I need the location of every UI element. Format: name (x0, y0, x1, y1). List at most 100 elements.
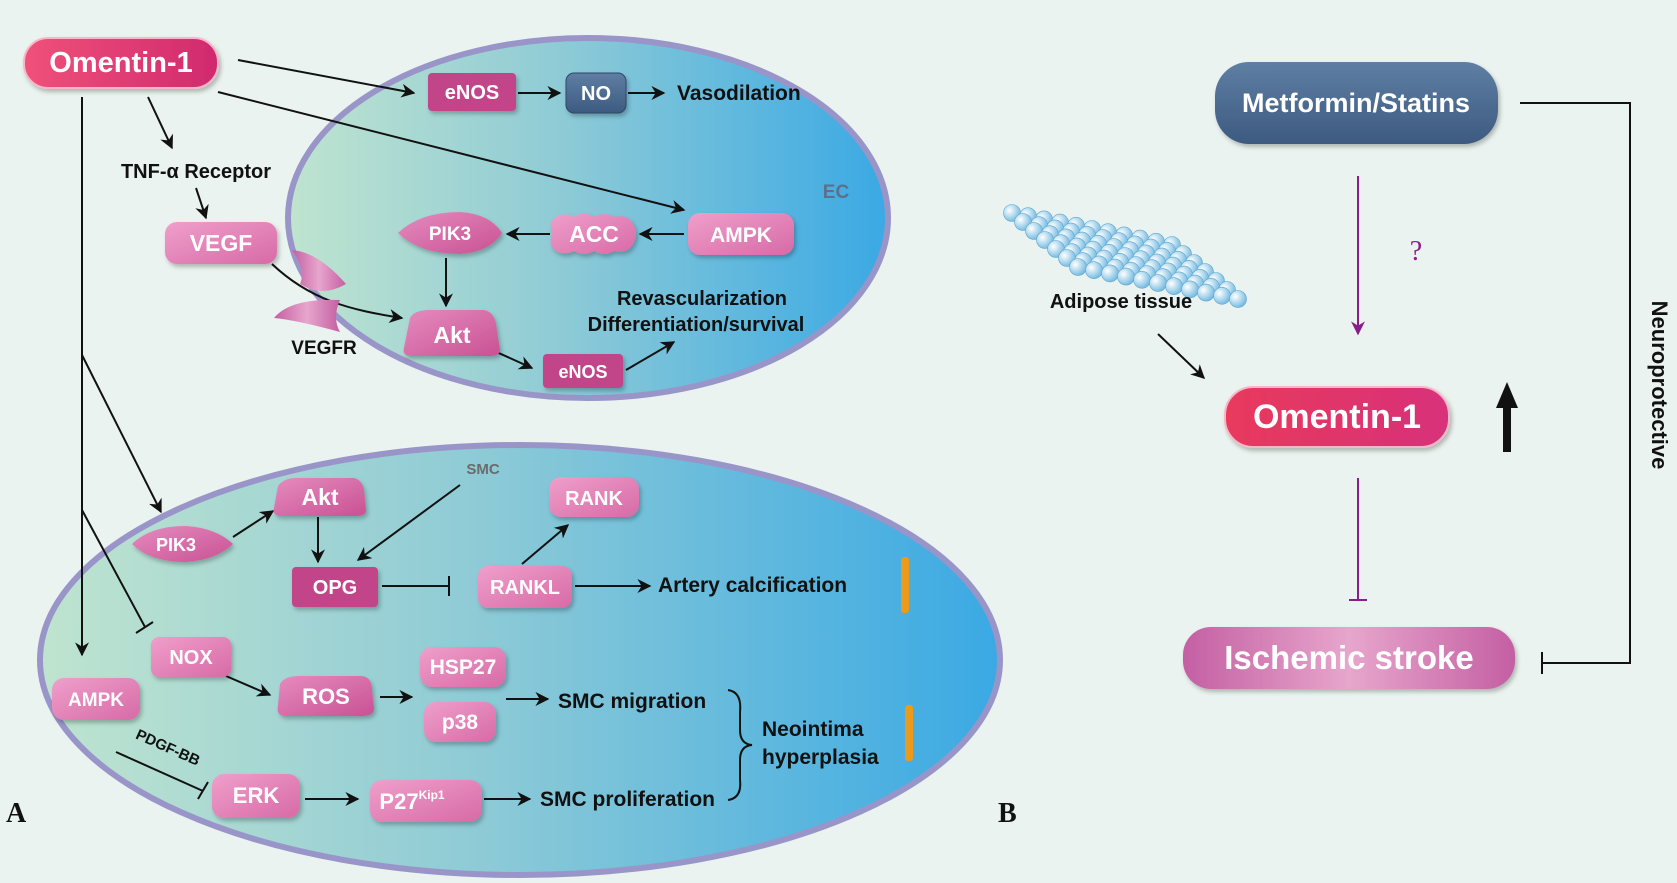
revascularization-label: Revascularization (617, 288, 787, 310)
artery-calcification-label: Artery calcification (658, 574, 847, 597)
adipocyte (1197, 283, 1215, 302)
arrow-omentin-pik3-smc (81, 354, 162, 514)
neuroprotective-bracket (1520, 102, 1631, 674)
orange-bar-neointima (905, 705, 913, 761)
arrow-adipose-omentin (1157, 333, 1206, 379)
arrow-omentin-ampk (217, 91, 686, 214)
arrow-rankl-rank (521, 524, 570, 565)
orange-bar-calcification (901, 557, 909, 613)
omentin-label-a: Omentin-1 (49, 47, 192, 79)
inhibit-nox-bar (135, 621, 154, 634)
pik3-smc-label: PIK3 (156, 535, 196, 555)
pik3-ec-node (398, 212, 502, 254)
arrow-smc-opg (356, 484, 461, 561)
ischemic-stroke-label: Ischemic stroke (1224, 639, 1473, 676)
nox-node (151, 637, 231, 677)
akt-ec-label: Akt (433, 322, 470, 348)
brace (727, 689, 753, 801)
arrow-pik3-akt-smc (232, 510, 275, 538)
adipocyte (1133, 270, 1151, 289)
adipocyte (1085, 261, 1103, 280)
omentin-label-b: Omentin-1 (1253, 398, 1421, 436)
adipocyte (1069, 258, 1087, 276)
rank-label: RANK (565, 488, 623, 510)
p27-superscript: Kip1 (419, 788, 445, 802)
p27-main: P27 (379, 789, 418, 814)
arrow-enos-revasc (625, 341, 676, 371)
inhibit-erk-bar (197, 781, 209, 800)
adipocyte (1117, 267, 1135, 286)
arrow-omentin-tnf (147, 96, 173, 150)
adipocyte (1149, 274, 1167, 292)
arrow-tnf-vegf (195, 187, 209, 220)
metformin-node (1215, 62, 1498, 144)
p27-node (370, 780, 482, 822)
p38-node (424, 702, 496, 742)
enos-top-node (428, 73, 516, 111)
ros-label: ROS (302, 684, 350, 709)
akt-ec-node (403, 310, 500, 356)
question-mark: ? (1410, 236, 1422, 267)
no-label: NO (581, 83, 611, 105)
opg-node (292, 567, 378, 607)
adipocyte (1229, 290, 1247, 308)
ampk-ec-label: AMPK (710, 224, 772, 247)
no-node (565, 72, 627, 114)
ampk-smc-label: AMPK (68, 690, 124, 711)
erk-node (212, 774, 300, 818)
adipocyte (1101, 264, 1119, 283)
vegfr-receptor-lower (274, 299, 340, 332)
rankl-label: RANKL (490, 577, 560, 599)
smooth-muscle-cell (37, 442, 1003, 878)
acc-node (550, 213, 636, 254)
up-arrow-icon (1496, 382, 1518, 452)
pik3-smc-node (132, 526, 233, 562)
enos-top-label: eNOS (445, 82, 499, 104)
rankl-node (478, 566, 572, 608)
akt-smc-node (273, 478, 366, 516)
vegf-node (165, 222, 277, 264)
vasodilation-label: Vasodilation (677, 82, 801, 105)
adipose-label: Adipose tissue (1050, 291, 1192, 313)
arrow-nox-ros (225, 675, 272, 697)
acc-label: ACC (569, 221, 619, 247)
akt-smc-label: Akt (301, 484, 338, 510)
enos-bottom-node (543, 354, 623, 388)
opg-label: OPG (313, 577, 357, 599)
vegfr-receptor-upper (292, 250, 346, 291)
enos-bottom-label: eNOS (558, 362, 607, 382)
smc-migration-label: SMC migration (558, 690, 706, 713)
ischemic-stroke-node (1183, 627, 1515, 689)
smc-label: SMC (466, 461, 500, 478)
hsp27-node (420, 647, 506, 687)
omentin-node-b (1224, 386, 1450, 448)
erk-label: ERK (233, 783, 280, 808)
ampk-ec-node (688, 213, 794, 255)
adipose-tissue-image (1003, 204, 1247, 308)
differentiation-label: Differentiation/survival (588, 314, 805, 336)
neuroprotective-label: Neuroprotective (1647, 301, 1672, 470)
ampk-smc-node (52, 678, 140, 720)
ec-label: EC (823, 182, 850, 203)
tnf-receptor-label: TNF-α Receptor (121, 161, 271, 183)
nox-label: NOX (169, 647, 213, 669)
hsp27-label: HSP27 (430, 656, 497, 679)
ros-node (277, 676, 374, 716)
panel-a-letter: A (6, 798, 27, 829)
pik3-ec-label: PIK3 (429, 224, 471, 245)
vegfr-label: VEGFR (291, 338, 357, 359)
panel-b-letter: B (998, 798, 1017, 829)
rank-node (549, 477, 639, 517)
arrow-omentin-enos (237, 59, 416, 98)
inhibit-pdgf-erk (115, 751, 204, 792)
p38-label: p38 (442, 711, 479, 734)
p27-label: P27Kip1 (379, 788, 444, 814)
metformin-label: Metformin/Statins (1242, 88, 1470, 118)
neointima-label-2: hyperplasia (762, 746, 879, 769)
smc-proliferation-label: SMC proliferation (540, 788, 715, 811)
adipocyte (1213, 286, 1231, 305)
omentin-node-a (23, 37, 219, 89)
inhibit-omentin-nox (81, 509, 146, 628)
